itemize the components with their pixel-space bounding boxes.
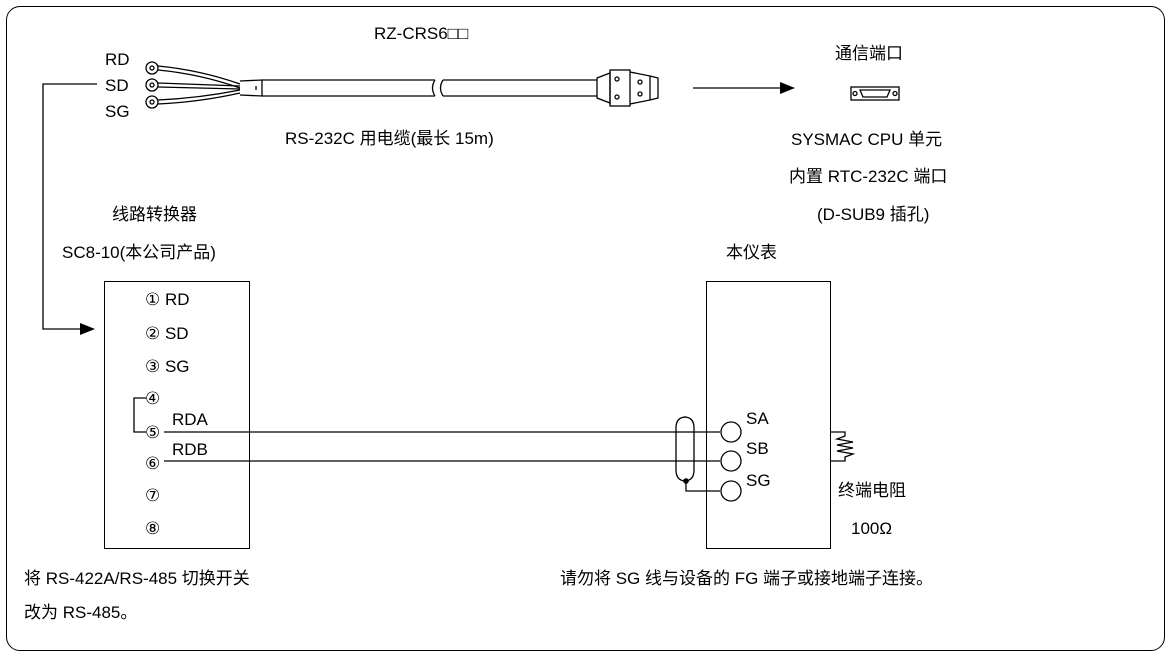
terminal-circle-sa	[720, 421, 742, 443]
instrument-terminal-sg: SG	[746, 471, 771, 490]
converter-model: SC8-10(本公司产品)	[62, 243, 216, 262]
ring-terminal-sg	[145, 89, 241, 109]
dsub-connector	[596, 69, 659, 107]
ring-terminal-sd	[145, 78, 241, 92]
cable-caption: RS-232C 用电缆(最长 15m)	[285, 129, 494, 148]
cable-model: RZ-CRS6□□	[374, 24, 469, 43]
converter-label-rda: RDA	[172, 410, 208, 429]
host-line3: (D-SUB9 插孔)	[817, 205, 930, 224]
converter-terminal-3: ③ SG	[145, 357, 190, 376]
cable-body	[239, 79, 597, 97]
terminal-circle-sg	[720, 480, 742, 502]
instrument-title: 本仪表	[726, 243, 777, 262]
shield-junction-dot	[683, 478, 689, 484]
instrument-terminal-sb: SB	[746, 439, 769, 458]
wire-label-sd: SD	[105, 76, 129, 95]
shield-right	[683, 416, 695, 482]
terminator-resistor	[831, 431, 856, 462]
terminator-value: 100Ω	[851, 519, 893, 538]
lead-to-converter	[42, 83, 97, 330]
dsub-port-icon	[850, 86, 900, 101]
converter-terminal-6: ⑥	[145, 454, 161, 473]
converter-terminal-7: ⑦	[145, 486, 161, 505]
terminator-label: 终端电阻	[838, 481, 906, 500]
wire-label-sg: SG	[105, 102, 130, 121]
line-sg	[685, 481, 720, 492]
arrowhead-host	[780, 82, 795, 94]
jumper-4-5	[133, 397, 146, 433]
converter-note-line2: 改为 RS-485。	[24, 603, 138, 622]
converter-note-line1: 将 RS-422A/RS-485 切换开关	[24, 569, 250, 588]
arrowhead-converter	[80, 323, 95, 335]
host-line2: 内置 RTC-232C 端口	[789, 167, 948, 186]
host-port-title: 通信端口	[835, 44, 903, 63]
wire-label-rd: RD	[105, 50, 130, 69]
host-line1: SYSMAC CPU 单元	[791, 130, 943, 149]
instrument-note: 请勿将 SG 线与设备的 FG 端子或接地端子连接。	[560, 569, 934, 588]
converter-label-rdb: RDB	[172, 440, 208, 459]
terminal-circle-sb	[720, 450, 742, 472]
diagram-frame	[6, 6, 1165, 651]
instrument-box	[706, 281, 831, 549]
converter-terminal-1: ① RD	[145, 290, 190, 309]
converter-terminal-2: ② SD	[145, 324, 189, 343]
converter-box	[104, 281, 250, 549]
instrument-terminal-sa: SA	[746, 409, 769, 428]
shield-left	[675, 416, 687, 482]
converter-terminal-8: ⑧	[145, 519, 161, 538]
converter-title: 线路转换器	[112, 205, 197, 224]
converter-terminal-4: ④	[145, 389, 161, 408]
converter-terminal-5: ⑤	[145, 423, 161, 442]
